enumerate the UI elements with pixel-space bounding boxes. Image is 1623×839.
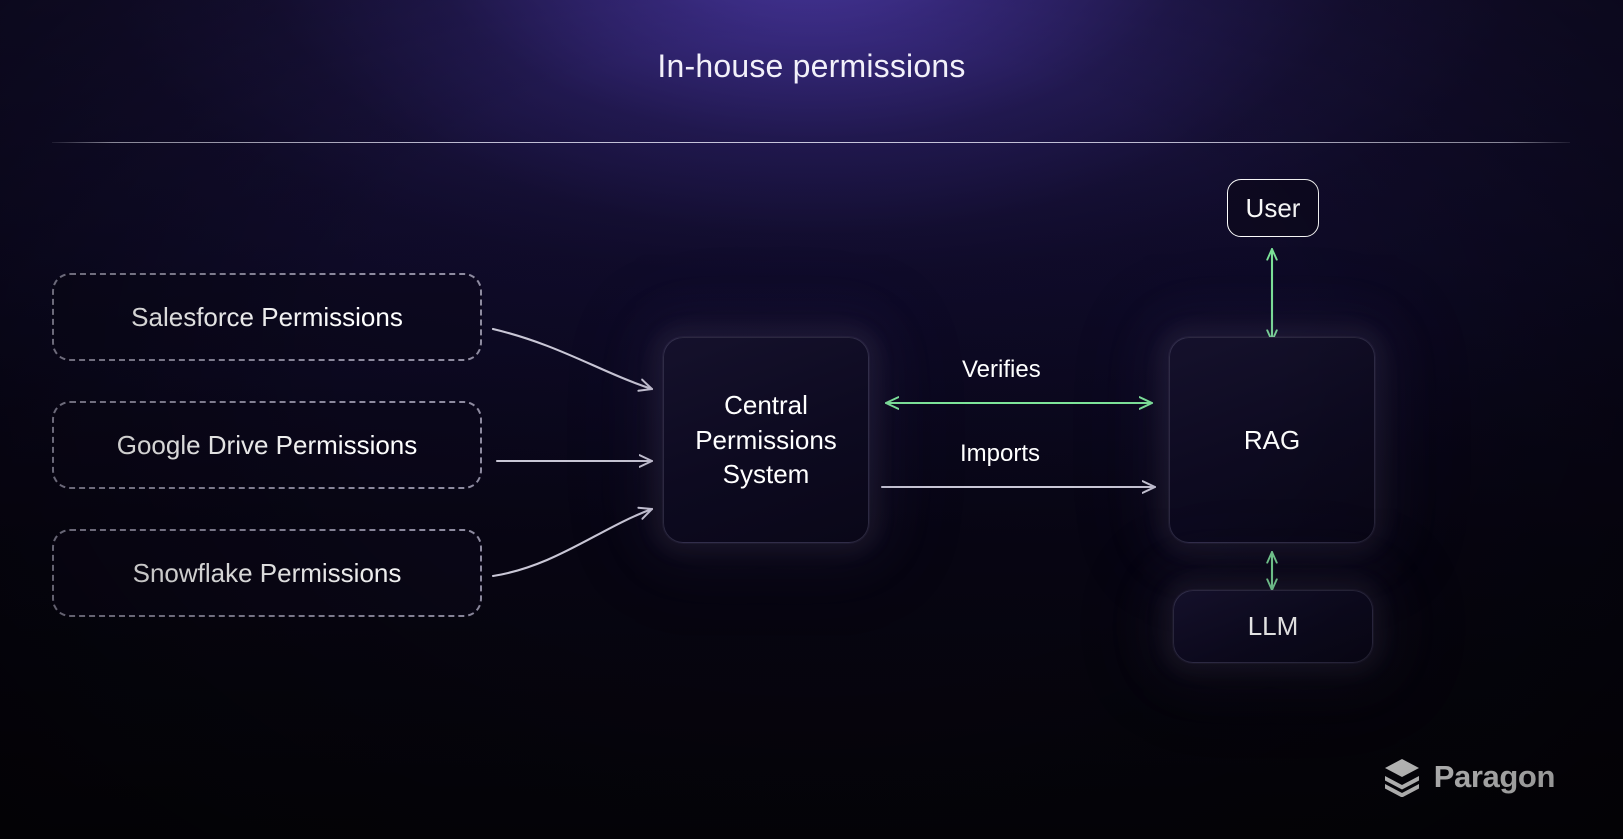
node-label: User (1245, 192, 1301, 223)
node-label-line-2: Permissions (695, 424, 837, 455)
page-title: In-house permissions (657, 48, 966, 84)
node-label-line-1: Central (724, 390, 808, 421)
node-label: Salesforce Permissions (131, 301, 403, 332)
stacked-layers-icon (1384, 759, 1419, 797)
node-llm[interactable]: LLM (1173, 590, 1373, 663)
edge-label-imports: Imports (960, 440, 1041, 467)
node-central-permissions-system[interactable]: Central Permissions System (663, 337, 869, 543)
edge-label-verifies: Verifies (962, 356, 1041, 383)
node-label: LLM (1247, 611, 1299, 642)
node-snowflake-permissions[interactable]: Snowflake Permissions (52, 529, 482, 617)
node-user[interactable]: User (1227, 179, 1319, 237)
paragon-logo: Paragon (1383, 757, 1555, 797)
node-google-drive-permissions[interactable]: Google Drive Permissions (52, 401, 482, 489)
node-label: RAG (1243, 424, 1301, 455)
header-divider (52, 142, 1570, 143)
node-label-line-3: System (722, 459, 810, 490)
brand-name: Paragon (1433, 759, 1556, 794)
node-salesforce-permissions[interactable]: Salesforce Permissions (52, 273, 482, 361)
node-label: Google Drive Permissions (116, 429, 418, 460)
node-rag[interactable]: RAG (1169, 337, 1375, 543)
node-label: Central Permissions System (695, 388, 837, 492)
node-label: Snowflake Permissions (132, 557, 402, 588)
